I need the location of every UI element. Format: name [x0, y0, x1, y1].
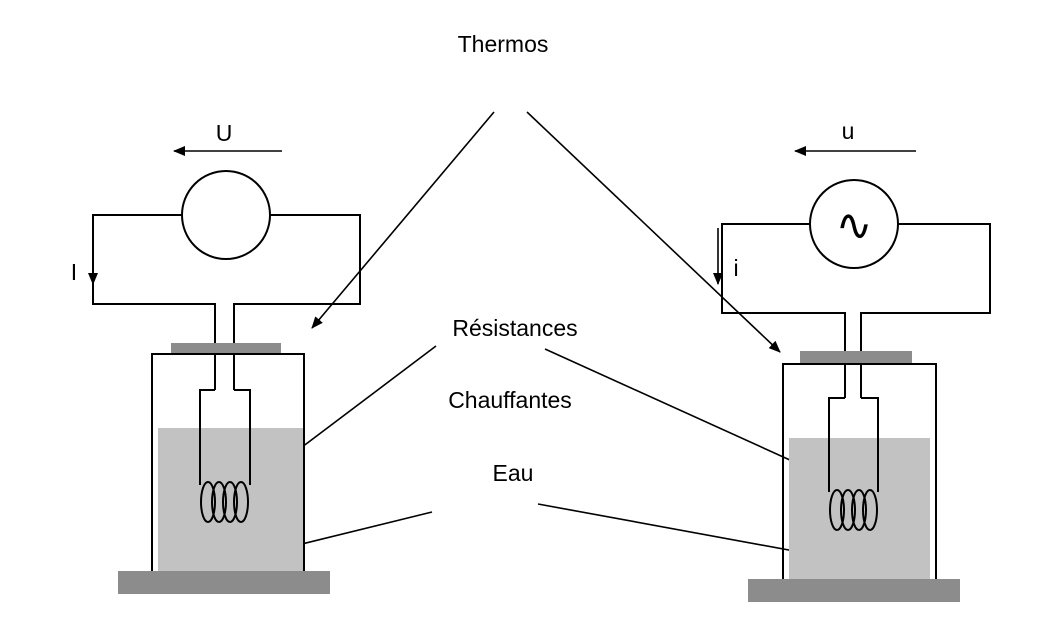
- dc-source-icon: [181, 170, 271, 260]
- voltage-symbol-left: U: [216, 120, 233, 146]
- resistance-leads-left: [199, 389, 251, 485]
- thermos-base-right: [748, 579, 960, 602]
- current-symbol-right: i: [733, 255, 738, 281]
- label-eau: Eau: [493, 460, 534, 486]
- arrow-eau-right: [537, 503, 817, 558]
- left-setup: U I: [71, 120, 361, 594]
- right-circuit-wire: [721, 223, 991, 398]
- arrow-resistance-right: [544, 348, 813, 471]
- heating-coil-right: [829, 489, 878, 531]
- label-resistances: Résistances: [452, 315, 577, 341]
- thermos-lid-left: [171, 343, 281, 355]
- thermos-lid-right: [800, 351, 912, 363]
- water-right: [789, 438, 930, 580]
- heating-coil-left: [200, 481, 249, 523]
- right-setup: u ∿ i: [713, 118, 991, 602]
- thermos-base-left: [118, 571, 330, 594]
- left-circuit-wire: [92, 214, 361, 390]
- ac-wave-icon: ∿: [836, 201, 873, 250]
- label-thermos: Thermos: [458, 31, 549, 57]
- label-chauffantes: Chauffantes: [448, 387, 572, 413]
- voltage-symbol-right: u: [842, 118, 855, 144]
- resistance-leads-right: [828, 397, 879, 492]
- arrow-thermos-left: [311, 111, 495, 329]
- water-left: [158, 428, 303, 572]
- current-symbol-left: I: [71, 259, 77, 285]
